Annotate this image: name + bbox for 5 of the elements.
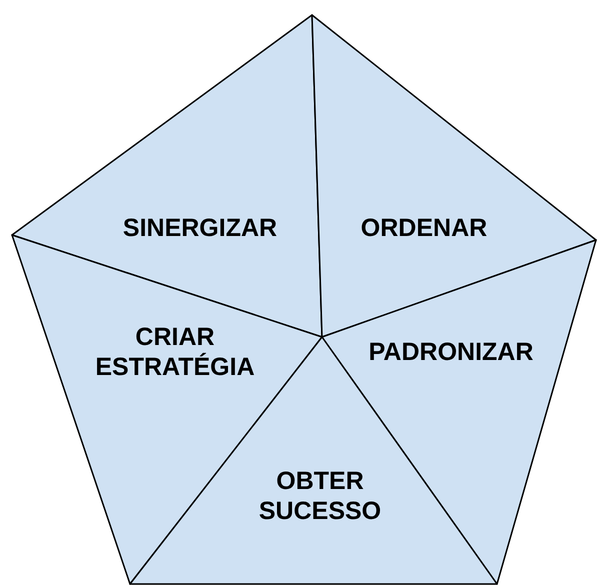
segment-label: ORDENAR bbox=[360, 213, 488, 243]
segment-label: OBTER SUCESSO bbox=[258, 466, 382, 526]
segment-label: PADRONIZAR bbox=[368, 337, 534, 367]
segment-label: CRIAR ESTRATÉGIA bbox=[94, 322, 256, 382]
segment-label: SINERGIZAR bbox=[122, 213, 278, 243]
